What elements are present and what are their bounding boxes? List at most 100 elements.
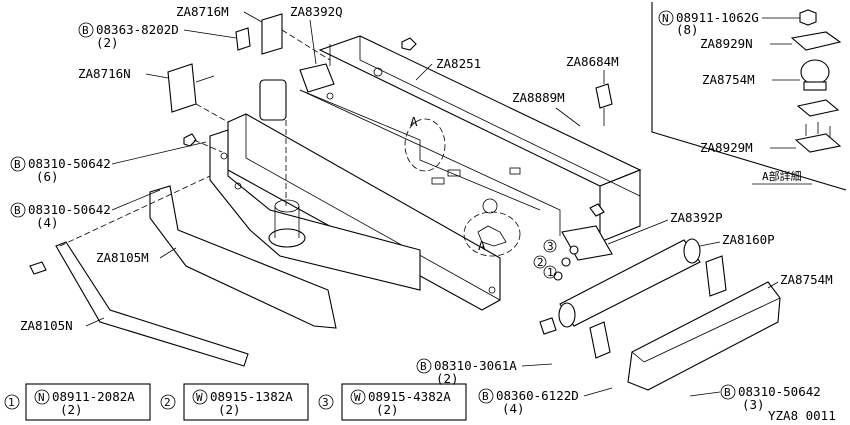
- leader-za8251: [415, 63, 433, 81]
- label-08911-1062g-qty: (8): [676, 22, 699, 37]
- prefix-b-08310-3061-letter: B: [420, 360, 427, 373]
- dash-za8716m: [281, 29, 331, 61]
- za8754m-rubber-mount: [259, 79, 287, 121]
- leader-08310-3061: [521, 363, 553, 367]
- bracket-hole-1: [220, 152, 228, 160]
- za8105m-panel: [149, 185, 337, 329]
- leader-za8105m: [159, 247, 177, 259]
- label-08310-50642-a: 08310-50642: [28, 156, 111, 171]
- legend-1-qty: (2): [60, 402, 83, 417]
- legend-1-prefix-circle: [34, 389, 50, 405]
- label-08310-50642-a-qty: (6): [36, 169, 59, 184]
- dash-panels: [59, 175, 211, 247]
- label-08911-1062g: 08911-1062G: [676, 10, 759, 25]
- label-za8929n: ZA8929N: [700, 36, 753, 51]
- legend-1-prefix: N: [38, 391, 45, 404]
- prefix-b-08363: [78, 22, 94, 38]
- callout-2-circle: [533, 255, 547, 269]
- frame-slot-1: [431, 177, 445, 185]
- legend-2-prefix: W: [196, 391, 203, 404]
- prefix-b-08310-a: [10, 156, 26, 172]
- label-za8889m: ZA8889M: [512, 90, 565, 105]
- frame-floor-edge: [299, 89, 561, 236]
- bushing-icon: [235, 27, 251, 51]
- cover-edge-2: [643, 297, 781, 363]
- legend: 1 N 08911-2082A (2) 2 W 08915-1382A (2) …: [4, 383, 467, 421]
- leader-08363: [183, 29, 237, 39]
- nut-icon: [799, 9, 817, 26]
- roller-bracket-right: [705, 255, 727, 297]
- upper-left-parts: [167, 13, 417, 206]
- prefix-b-08310-c: [720, 384, 736, 400]
- label-08363-qty: (2): [96, 35, 119, 50]
- cushion-base-icon: [803, 81, 827, 91]
- screw-left-icon: [29, 261, 47, 275]
- label-08360-6122d: 08360-6122D: [496, 388, 579, 403]
- leader-za8160p: [699, 241, 721, 247]
- leader-za8105n: [85, 317, 105, 327]
- front-panels: [29, 175, 337, 367]
- label-za8716n: ZA8716N: [78, 66, 131, 81]
- bolt-za8716n: [195, 75, 215, 83]
- legend-2-part: 08915-1382A: [210, 389, 293, 404]
- label-za8392p: ZA8392P: [670, 210, 723, 225]
- washer-1: [553, 271, 563, 281]
- frame-rail-end: [599, 169, 641, 243]
- label-za8160p: ZA8160P: [722, 232, 775, 247]
- prefix-b-08360: [478, 388, 494, 404]
- bracket-hole-2: [234, 182, 242, 190]
- main-frame-za8251: A A: [209, 35, 642, 311]
- frame-floor-step: [299, 89, 541, 211]
- roller-assembly: [539, 83, 781, 391]
- label-za8716m: ZA8716M: [176, 4, 229, 19]
- prefix-b-08310-a-letter: B: [14, 158, 21, 171]
- frame-slot-2: [447, 169, 461, 177]
- leader-08310-b: [111, 189, 161, 211]
- drawing-code: YZA8 0011: [768, 408, 836, 423]
- legend-1-num: 1: [8, 396, 15, 409]
- callout-1: 1: [547, 266, 554, 279]
- legend-2-num-circle: [160, 394, 176, 410]
- label-08360-qty: (4): [502, 401, 525, 416]
- washer-2: [561, 257, 571, 267]
- label-08310-3061a: 08310-3061A: [434, 358, 517, 373]
- leader-za8716m: [243, 11, 263, 23]
- prefix-n-letter: N: [662, 12, 669, 25]
- za8716m-bracket: [261, 13, 283, 55]
- legend-2-prefix-circle: [192, 389, 208, 405]
- frame-rail-inner: [359, 36, 641, 197]
- detail-circle-a-upper: [404, 118, 446, 172]
- label-za8251: ZA8251: [436, 56, 481, 71]
- prefix-n-circle: [658, 10, 674, 26]
- legend-3-qty: (2): [376, 402, 399, 417]
- detail-panel-border: [651, 2, 847, 191]
- prefix-b-08360-letter: B: [482, 390, 489, 403]
- clip-icon: [539, 317, 557, 335]
- legend-3-part: 08915-4382A: [368, 389, 451, 404]
- part-labels: ZA8716M ZA8392Q B 08363-8202D (2) ZA8716…: [10, 4, 833, 416]
- frame-hole-1: [373, 67, 383, 77]
- label-08310-50642-c-qty: (3): [742, 397, 765, 412]
- marker-a-upper: A: [410, 114, 418, 129]
- za8754m-cover: [627, 281, 781, 391]
- label-za8105m: ZA8105M: [96, 250, 149, 265]
- legend-3-num-circle: [318, 394, 334, 410]
- plate-upper-icon: [790, 31, 842, 51]
- frame-hole-3: [482, 198, 498, 214]
- callout-3-circle: [543, 239, 557, 253]
- marker-a-lower: A: [478, 238, 486, 253]
- label-za8754m-detail: ZA8754M: [702, 72, 755, 87]
- leader-08360: [583, 387, 613, 397]
- frame-slot-3: [509, 167, 521, 175]
- za8392q-block: [299, 63, 335, 93]
- legend-1-part: 08911-2082A: [52, 389, 135, 404]
- legend-1-box: [25, 383, 151, 421]
- label-za8684m: ZA8684M: [566, 54, 619, 69]
- label-za8754m-main: ZA8754M: [780, 272, 833, 287]
- nut-top-icon: [401, 37, 417, 51]
- label-08310-50642-c: 08310-50642: [738, 384, 821, 399]
- label-08310-50642-b-qty: (4): [36, 215, 59, 230]
- leader-za8392p: [607, 219, 669, 245]
- detail-circle-a-lower: [463, 211, 521, 257]
